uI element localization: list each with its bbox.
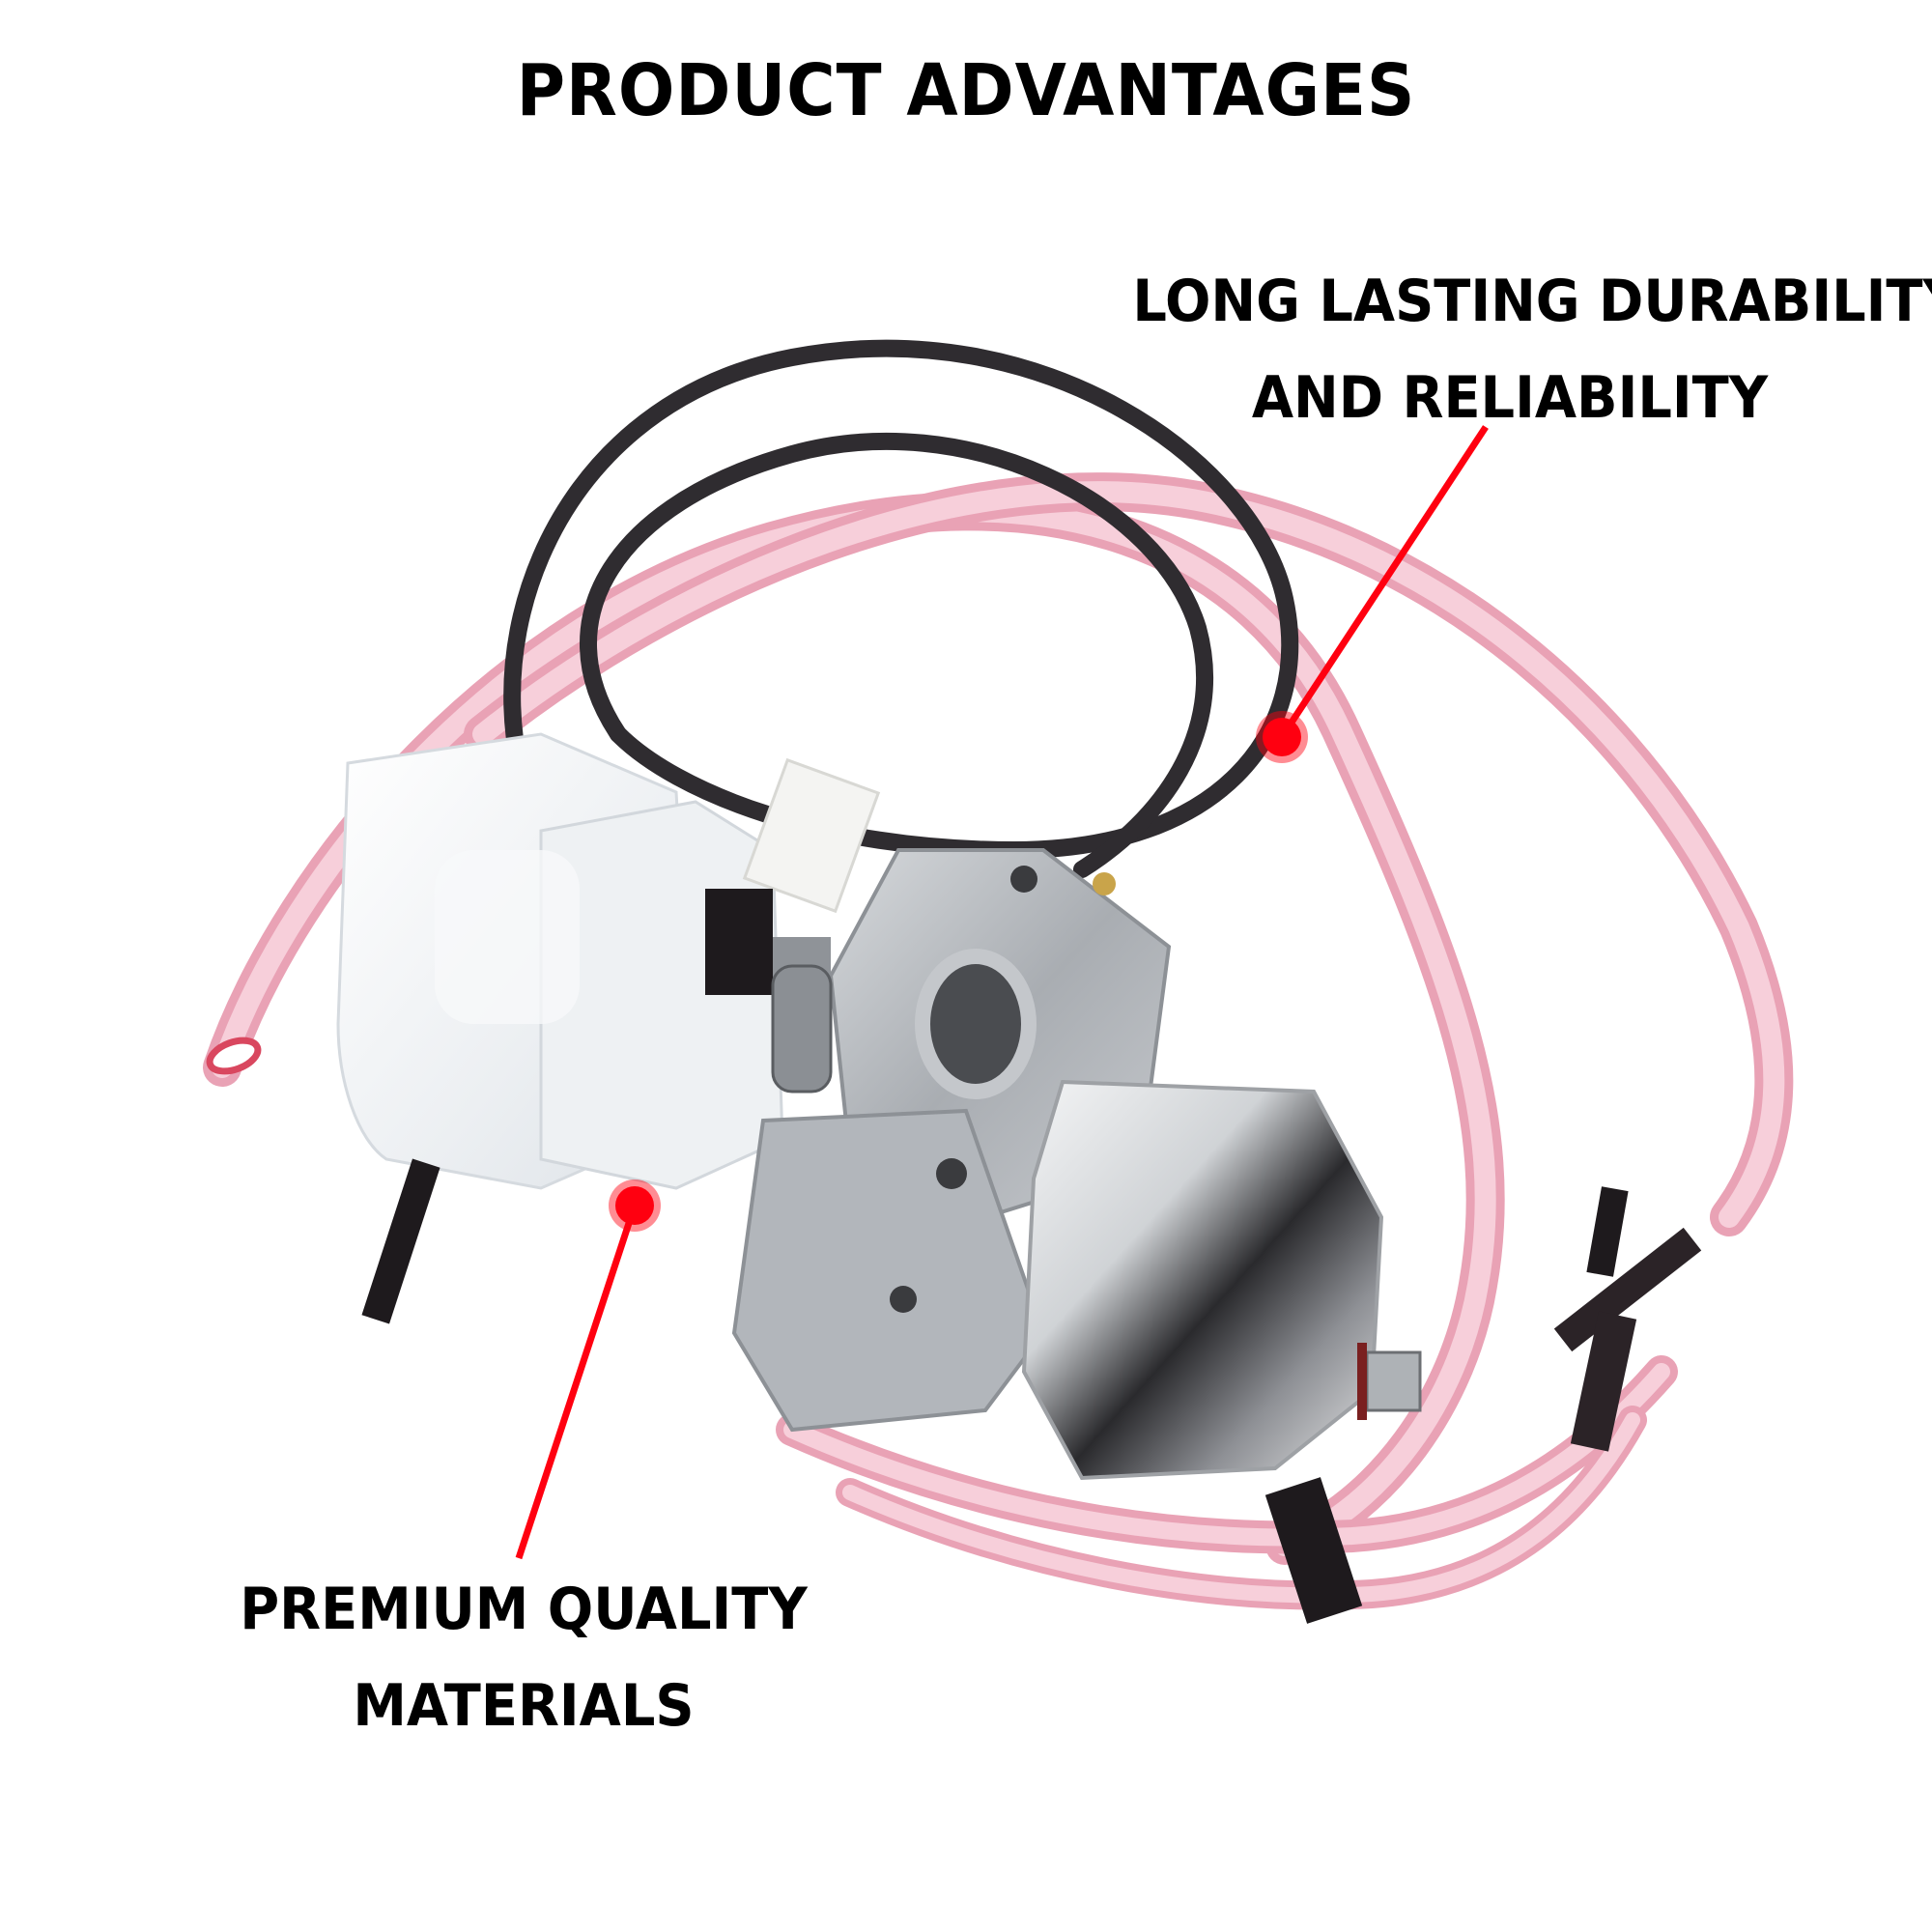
air-filter-box: [336, 732, 881, 1324]
black-wire: [503, 339, 1299, 878]
tube-open-end: [206, 1037, 262, 1075]
tube-clips: [1264, 1186, 1702, 1624]
carburetor-intake-port: [915, 949, 1037, 1099]
callout-durability-line-1: LONG LASTING DURABILITY: [1132, 268, 1932, 335]
float-bowl: [1021, 1079, 1422, 1481]
callout-premium-line-2: MATERIALS: [353, 1672, 695, 1740]
callout-premium-text: PREMIUM QUALITY MATERIALS: [236, 1561, 810, 1754]
callout-durability-line-2: AND RELIABILITY: [1251, 364, 1769, 432]
callout-premium-line-1: PREMIUM QUALITY: [240, 1576, 808, 1643]
page-title: PRODUCT ADVANTAGES: [516, 49, 1416, 132]
callout-durability-text: LONG LASTING DURABILITY AND RELIABILITY: [1132, 253, 1932, 446]
